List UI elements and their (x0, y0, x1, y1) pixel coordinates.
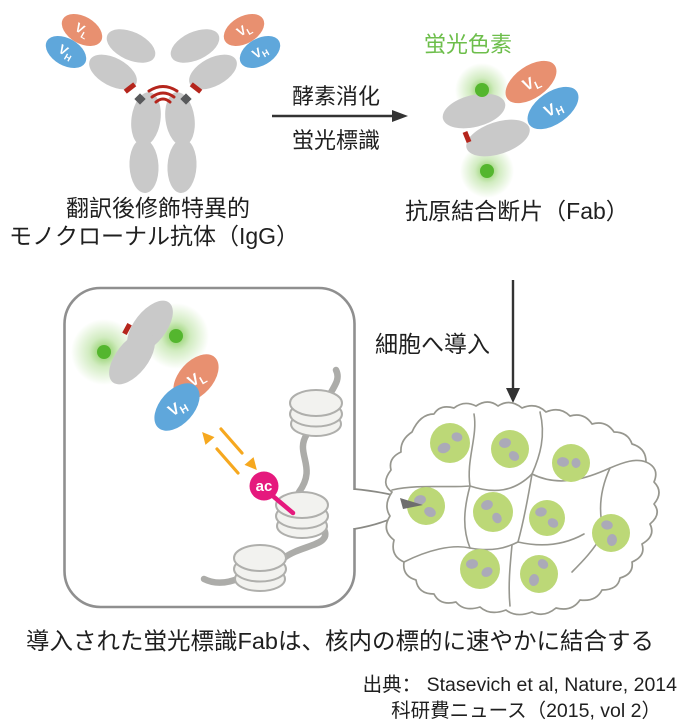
cut-disulfide-bond (462, 130, 472, 144)
nuclear-binding-panel: VL VH ac (71, 300, 343, 592)
igg-caption-line1: 翻訳後修飾特異的 (66, 195, 250, 221)
acetyl-stick (271, 494, 296, 516)
arm-disulfide-bond (189, 82, 203, 94)
cell-membrane (391, 485, 471, 491)
cell-nucleus (592, 514, 630, 552)
cell-nucleus (491, 430, 529, 468)
cell-membrane (463, 485, 471, 549)
arm-disulfide-bond (123, 82, 137, 94)
cell-membrane (531, 411, 544, 475)
cell-nucleus (520, 555, 558, 593)
callout-pointer-tip (400, 498, 423, 509)
fluorescent-dye-dot (480, 164, 494, 178)
fab-caption: 抗原結合断片（Fab） (405, 198, 629, 224)
chromatin-graphic (200, 366, 343, 592)
cell-nucleus (407, 487, 445, 525)
nucleosome (275, 491, 329, 539)
igg-antibody-graphic: VL VH VL VH (45, 13, 281, 193)
cell-membrane (469, 473, 533, 492)
fluorescent-dye-label: 蛍光色素 (424, 32, 512, 57)
cell-nucleus (430, 423, 470, 463)
cell-membrane (468, 413, 476, 487)
igg-domain (189, 54, 237, 90)
cell-membrane (517, 473, 533, 543)
nucleosome (233, 544, 287, 592)
vh-domain (239, 35, 281, 69)
vh-domain (154, 383, 200, 431)
citation-line1: 出典： Stasevich et al, Nature, 2014 (363, 674, 677, 696)
hinge-disulfide-bond (154, 97, 172, 104)
igg-caption-line2: モノクローナル抗体（IgG） (9, 223, 299, 249)
vh-domain (45, 35, 87, 69)
cell-membrane (517, 533, 585, 546)
vl-domain (505, 60, 557, 104)
cell-nucleus (529, 500, 565, 536)
fab-fragment-graphic: VL VH (442, 60, 579, 198)
cell-nucleus (473, 492, 513, 532)
reaction-arrowhead-icon (392, 110, 408, 122)
acetyl-badge (249, 471, 279, 501)
igg-domain (89, 54, 137, 90)
fluorescent-dye-dot (475, 83, 489, 97)
hinge-disulfide-bond (150, 91, 176, 99)
cell-nucleus (552, 444, 590, 482)
binding-equilibrium-arrows (202, 427, 257, 475)
cell-intro-label: 細胞へ導入 (375, 331, 490, 357)
citation-line2: 科研費ニュース（2015, vol 2） (391, 700, 661, 722)
fab-domain (109, 331, 155, 385)
cell-introduction-arrow: 細胞へ導入 (375, 280, 520, 403)
vl-domain (223, 13, 265, 47)
callout-notch (349, 490, 360, 528)
reaction-step2-label: 蛍光標識 (292, 128, 380, 153)
dna-linker (295, 430, 311, 496)
cell-membrane (508, 544, 513, 607)
fluorescent-dye-dot (97, 345, 111, 359)
igg-domain (106, 29, 156, 63)
down-arrowhead-icon (506, 388, 520, 403)
cell-membrane (403, 545, 471, 563)
igg-fc-domain (167, 139, 197, 193)
fab-domain (442, 93, 506, 129)
hinge-disulfide-bond (147, 85, 179, 93)
fab-domain (466, 119, 530, 157)
vl-domain (61, 13, 103, 47)
cut-disulfide-bond (122, 322, 132, 336)
reaction-step1-label: 酵素消化 (292, 84, 380, 109)
igg-domain (170, 29, 220, 63)
reaction-arrow: 酵素消化 蛍光標識 (272, 84, 408, 153)
cell-membrane (469, 541, 519, 551)
vh-domain (527, 86, 579, 130)
cell-nucleus (460, 549, 500, 589)
cell-cluster-graphic (384, 401, 660, 616)
acetyl-label: ac (256, 478, 273, 495)
fluorescent-dye-dot (169, 329, 183, 343)
igg-fc-domain (165, 92, 195, 146)
acetylation-mark: ac (249, 471, 296, 516)
nucleosome (289, 389, 343, 437)
igg-fc-domain (129, 139, 159, 193)
figure-caption: 導入された蛍光標識Fabは、核内の標的に速やかに結合する (26, 628, 654, 654)
igg-fc-domain (131, 92, 161, 146)
